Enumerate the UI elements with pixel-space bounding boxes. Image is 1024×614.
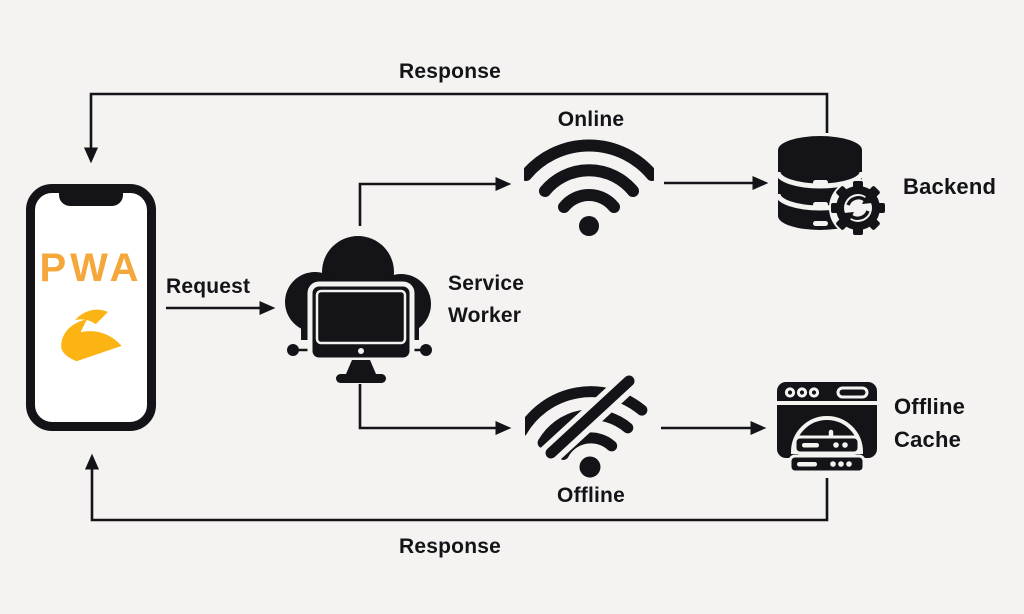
response-top-arrow bbox=[83, 92, 829, 164]
service-worker-label: Service Worker bbox=[448, 272, 525, 327]
response-bottom-label: Response bbox=[399, 535, 501, 558]
cloud-computer-icon bbox=[285, 236, 432, 383]
offline-label: Offline bbox=[557, 484, 625, 507]
service-worker-to-online-arrow bbox=[358, 176, 512, 226]
online-label: Online bbox=[557, 108, 625, 131]
offline-cache-label: Offline Cache bbox=[894, 394, 966, 452]
request-label: Request bbox=[166, 275, 251, 298]
pwa-phone: PWA bbox=[26, 184, 156, 431]
sync-gear-icon bbox=[829, 179, 887, 237]
browser-cache-icon bbox=[777, 382, 877, 474]
phone-notch bbox=[59, 191, 123, 206]
response-top-label: Response bbox=[399, 60, 501, 83]
wifi-icon bbox=[524, 139, 654, 236]
wifi-off-icon bbox=[525, 375, 648, 478]
pwa-app-name: PWA bbox=[39, 246, 143, 290]
backend-label: Backend bbox=[903, 174, 997, 199]
database-sync-icon bbox=[776, 136, 887, 237]
service-worker-to-offline-arrow bbox=[358, 384, 512, 436]
response-bottom-arrow bbox=[84, 453, 829, 522]
pwa-swoosh-logo-icon bbox=[61, 309, 122, 362]
